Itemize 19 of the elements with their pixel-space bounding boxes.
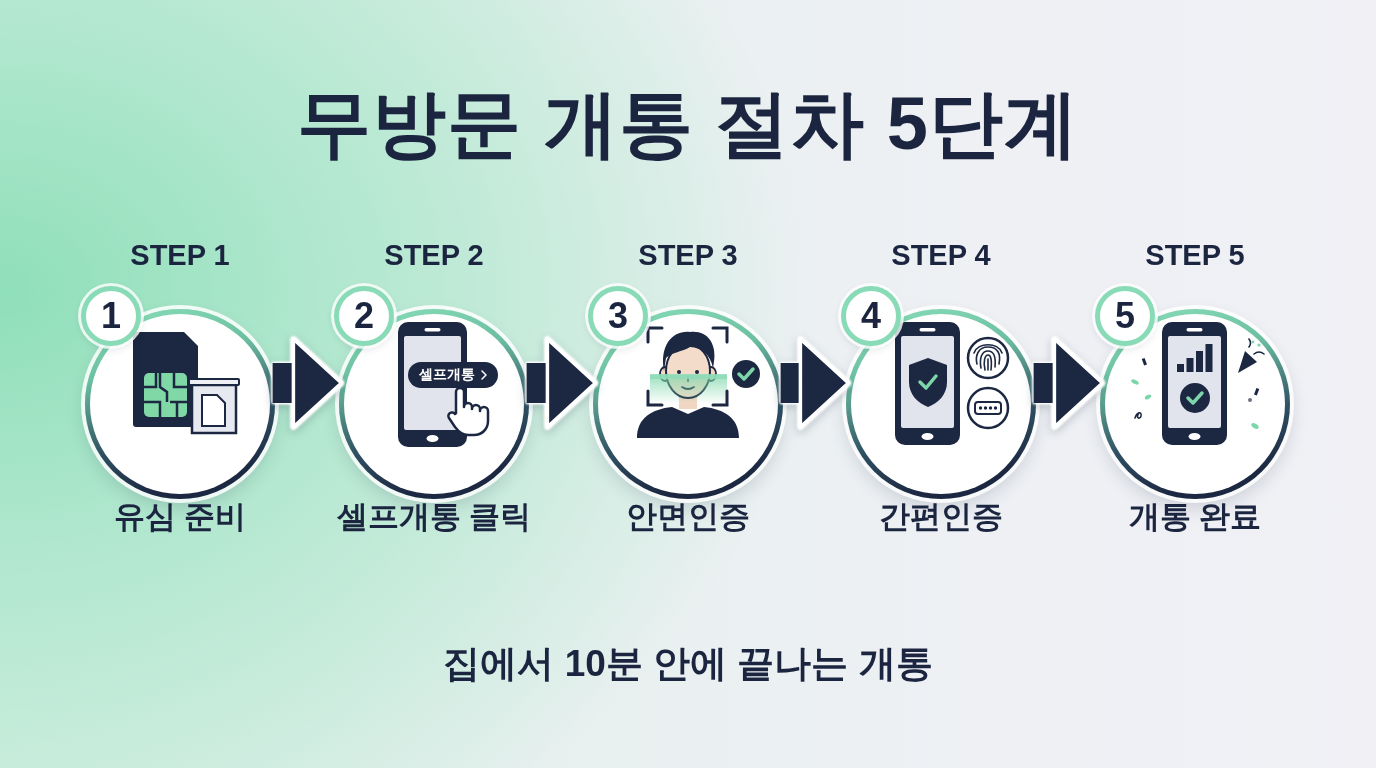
number-badge: 5 bbox=[1095, 286, 1155, 346]
step-label: 셀프개통 클릭 bbox=[336, 499, 532, 535]
number-badge: 3 bbox=[588, 286, 648, 346]
step-label: 유심 준비 bbox=[113, 499, 247, 535]
step-heading: STEP 1 bbox=[130, 239, 230, 273]
number-badge: 4 bbox=[841, 286, 901, 346]
step-heading: STEP 2 bbox=[384, 239, 484, 273]
step-label: 개통 완료 bbox=[1128, 499, 1262, 535]
number-badge: 1 bbox=[81, 286, 141, 346]
step-label: 안면인증 bbox=[626, 499, 750, 535]
step-heading: STEP 5 bbox=[1145, 239, 1245, 273]
step-heading: STEP 4 bbox=[891, 239, 991, 273]
title: 무방문 개통 절차 5단계 bbox=[297, 81, 1079, 167]
caption: 집에서 10분 안에 끝나는 개통 bbox=[443, 642, 933, 686]
arrow bbox=[526, 337, 598, 429]
pill-button: 셀프개통 bbox=[408, 362, 498, 388]
number-badge: 2 bbox=[334, 286, 394, 346]
step-label: 간편인증 bbox=[879, 499, 1003, 535]
step-heading: STEP 3 bbox=[638, 239, 738, 273]
